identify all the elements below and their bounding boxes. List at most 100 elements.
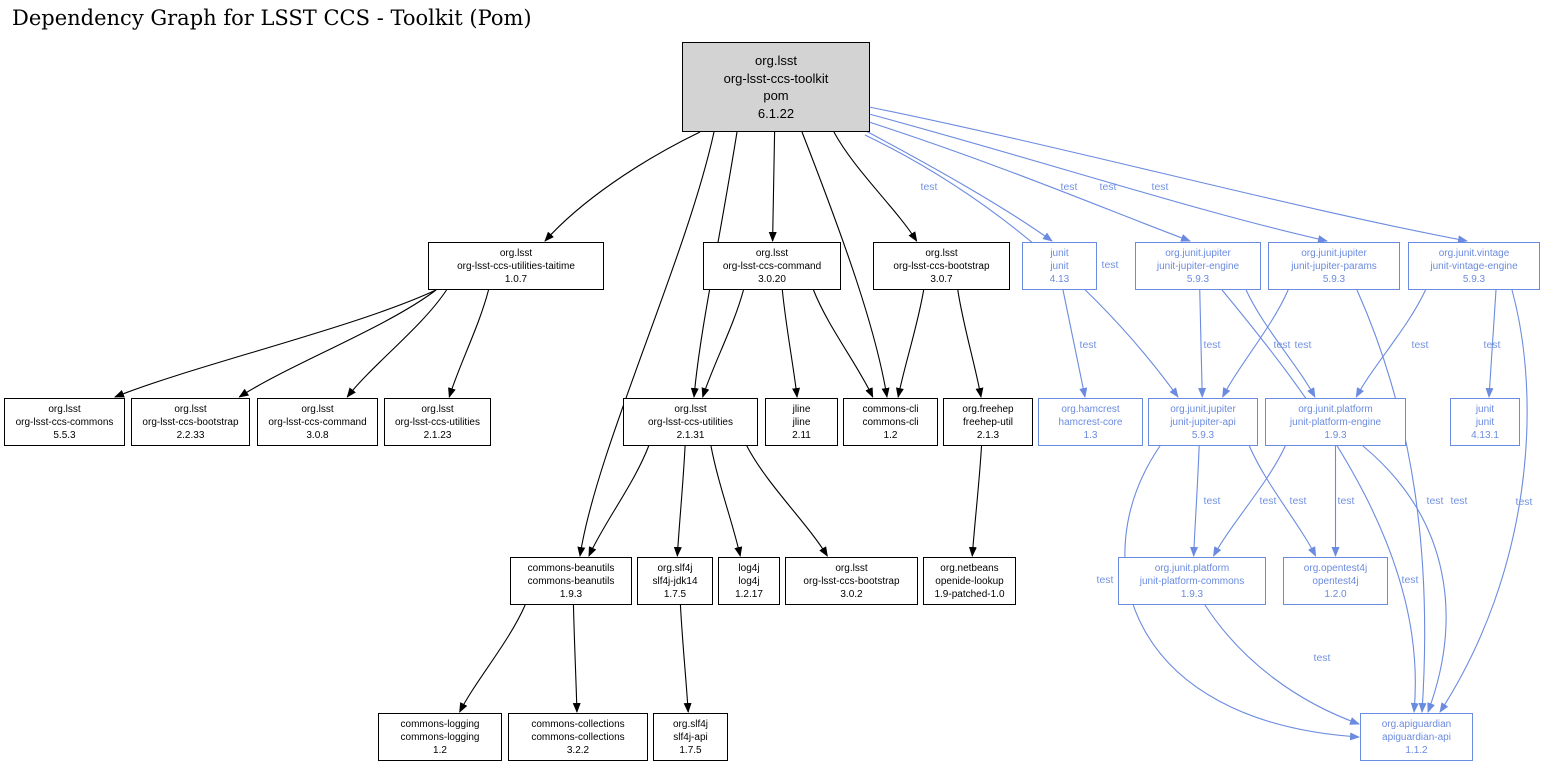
node-label-line: commons-logging — [400, 718, 480, 730]
edge-vintageEngine-platformEngine — [1355, 289, 1427, 398]
graph-title: Dependency Graph for LSST CCS - Toolkit … — [12, 6, 532, 30]
edge-beanutils-commonsLogging — [459, 604, 526, 713]
node-label-line: org.lsst — [174, 403, 207, 415]
node-label-line: org.junit.jupiter — [1301, 247, 1367, 259]
node-label-line: org.lsst — [755, 53, 797, 68]
node-label-line: 3.2.2 — [566, 744, 590, 756]
node-label-line: 1.3 — [1083, 429, 1098, 441]
edge-jupiterApi-opentest4j — [1248, 445, 1317, 557]
edge-bootstrap307-freehep — [957, 289, 984, 398]
node-label-line: commons-cli — [862, 403, 919, 415]
node-label-line: opentest4j — [1312, 575, 1359, 587]
node-label-line: 1.9.3 — [1180, 588, 1204, 600]
node-label-line: commons-logging — [400, 731, 480, 743]
node-label-line: 1.9.3 — [559, 588, 583, 600]
node-label-line: org.lsst — [925, 247, 958, 259]
node-label-line: 6.1.22 — [757, 105, 795, 121]
node-label-line: 2.2.33 — [176, 429, 205, 441]
node-label-line: junit-vintage-engine — [1430, 260, 1518, 272]
edge-bootstrap307-commonscli — [895, 289, 925, 398]
edge-utilities2131-slf4jjdk14 — [673, 445, 686, 557]
node-label-line: 3.0.8 — [306, 429, 329, 441]
node-label-line: org.lsst — [755, 247, 789, 259]
node-label-line: apiguardian-api — [1382, 731, 1451, 743]
node-label-line: commons-beanutils — [527, 562, 615, 574]
edge-platformCommons-apiguardian — [1204, 604, 1360, 725]
edge-command3020-utilities2131 — [701, 289, 745, 398]
node-label-line: 3.0.20 — [758, 273, 786, 285]
node-label-line: openide-lookup — [935, 575, 1004, 587]
node-label-line: 1.9-patched-1.0 — [934, 588, 1005, 600]
edge-root-junit413 — [865, 130, 1053, 242]
node-label-line: org.lsst — [835, 562, 868, 574]
node-label-line: 5.9.3 — [1186, 273, 1210, 285]
edge-freehep-openide — [968, 445, 983, 557]
node-label-line: org-lsst-ccs-bootstrap — [142, 416, 239, 428]
edge-jupiterEngine-platformEngine — [1245, 289, 1316, 398]
node-label-line: org.freehep — [962, 403, 1014, 415]
edge-utilities2131-log4j — [710, 445, 743, 557]
node-label-line: org-lsst-ccs-utilities — [394, 416, 480, 428]
node-label-line: 3.0.2 — [840, 588, 863, 600]
node-label-line: 2.1.23 — [423, 429, 452, 441]
edge-platformEngine-platformCommons — [1213, 445, 1286, 557]
edge-root-jupiterEngine — [868, 121, 1191, 242]
node-label-line: org-lsst-ccs-bootstrap — [893, 260, 990, 272]
node-label-line: 2.1.31 — [676, 429, 705, 441]
node-label-line: 1.7.5 — [663, 588, 687, 600]
node-label-line: junit — [1475, 403, 1495, 415]
edge-taitime-bootstrap2233 — [238, 289, 437, 398]
edge-jupiterApi-apiguardian — [1124, 445, 1360, 741]
edge-vintageEngine-apiguardian — [1439, 289, 1528, 713]
node-label-line: 3.0.7 — [930, 273, 953, 285]
edge-taitime-utilities2123 — [448, 289, 490, 398]
node-label-line: org.lsst — [674, 403, 707, 415]
node-label-line: org.lsst — [499, 247, 533, 259]
node-label-line: org.apiguardian — [1381, 718, 1452, 730]
node-label-line: org-lsst-ccs-toolkit — [723, 70, 829, 86]
node-label-line: commons-cli — [862, 416, 919, 428]
node-label-line: 1.2 — [433, 744, 447, 756]
node-label-line: org.junit.jupiter — [1170, 403, 1236, 415]
node-label-line: junit-jupiter-params — [1291, 260, 1377, 272]
edge-root-vintageEngine — [868, 106, 1468, 244]
node-label-line: hamcrest-core — [1058, 416, 1123, 428]
edge-root-beanutils — [577, 131, 715, 557]
edge-junit413-hamcrest — [1062, 289, 1088, 398]
node-label-line: org.opentest4j — [1303, 562, 1368, 574]
node-label-line: 5.5.3 — [53, 429, 76, 441]
edge-utilities2131-bootstrap302 — [746, 445, 828, 557]
